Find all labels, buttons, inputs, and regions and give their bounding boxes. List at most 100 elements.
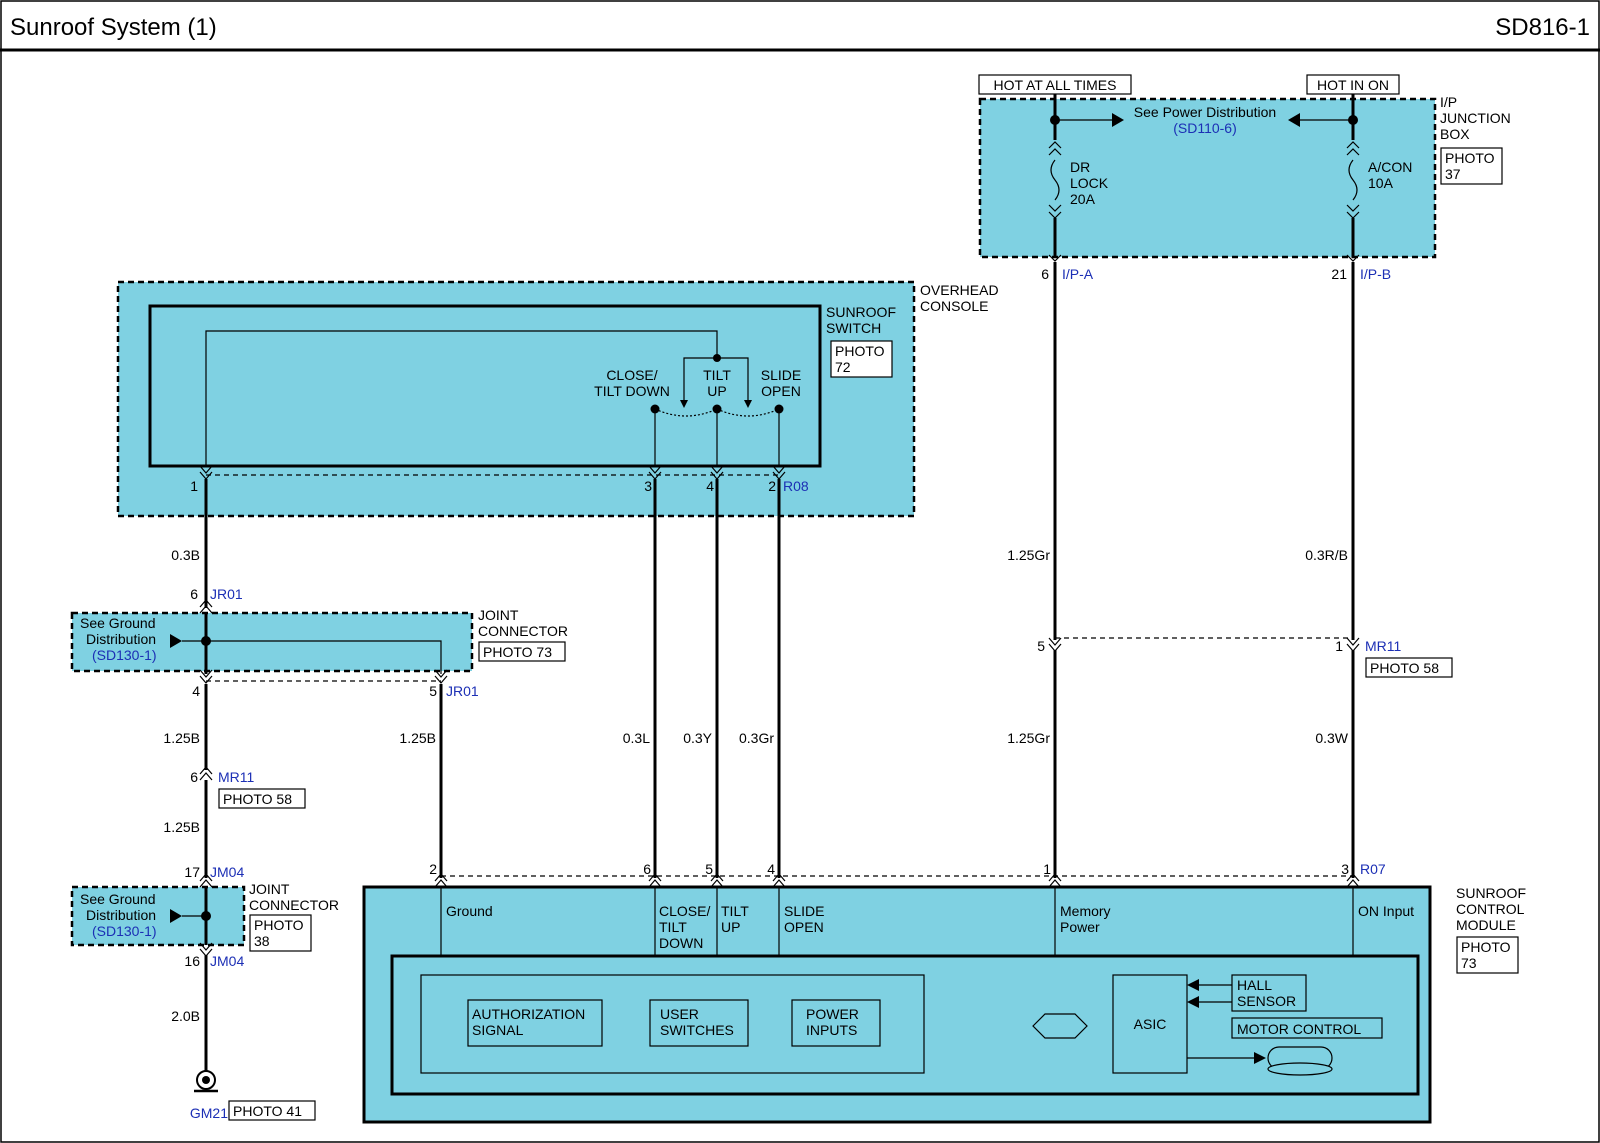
r07-pin4-icon — [772, 873, 786, 888]
fuse-dr-lock-label-3: 20A — [1070, 191, 1096, 207]
switch-arrow-right-icon — [744, 400, 752, 408]
module-close-label-1: CLOSE/ — [659, 903, 710, 919]
jr01-see-ground-1: See Ground — [80, 615, 156, 631]
connector-r07: R07 — [1360, 861, 1386, 877]
power-inputs-label-1: POWER — [806, 1006, 859, 1022]
ip-junction-box: HOT AT ALL TIMES HOT IN ON See Power Dis… — [978, 74, 1511, 282]
ground-gm21: GM21 PHOTO 41 — [190, 1070, 316, 1121]
user-switches-label-1: USER — [660, 1006, 699, 1022]
module-label-3: MODULE — [1456, 917, 1516, 933]
mr11-right-connector: MR11 — [1365, 638, 1402, 654]
power-inputs-box — [791, 999, 881, 1047]
hot-in-on-label: HOT IN ON — [1317, 77, 1389, 93]
module-photo-1: PHOTO — [1461, 939, 1511, 955]
module-close-label-3: DOWN — [659, 935, 703, 951]
wire-label-03y: 0.3Y — [683, 730, 712, 746]
r07-pin-3: 3 — [1341, 861, 1349, 877]
module-ground-label: Ground — [446, 903, 493, 919]
wire-label-03l: 0.3L — [623, 730, 650, 746]
fuse-acon-label-2: 10A — [1368, 175, 1394, 191]
module-memory-label-1: Memory — [1060, 903, 1111, 919]
authorization-signal-box — [467, 999, 603, 1047]
wire-label-125gr-top: 1.25Gr — [1007, 547, 1050, 563]
connector-mr11-right: 5 1 MR11 PHOTO 58 — [1037, 637, 1453, 678]
wire-label-03w: 0.3W — [1315, 730, 1348, 746]
jr01-panel — [70, 611, 474, 673]
r07-pin-4: 4 — [767, 861, 775, 877]
jr01-photo: PHOTO 73 — [483, 644, 552, 660]
junction-photo-box — [1440, 147, 1503, 185]
user-switches-box — [649, 999, 749, 1047]
jm04-see-ground-2: Distribution — [86, 907, 156, 923]
r07-pin-2: 2 — [429, 861, 437, 877]
jm04-label-2: CONNECTOR — [249, 897, 339, 913]
jm04-see-ground-1: See Ground — [80, 891, 156, 907]
jr01-connector-top: JR01 — [210, 586, 243, 602]
mr11-right-photo: PHOTO 58 — [1370, 660, 1439, 676]
jr01-pin4-icon — [199, 669, 213, 684]
switch-arrow-left-icon — [680, 400, 688, 408]
fuse-dr-lock-icon — [1048, 141, 1062, 258]
tilt-up-label-2: UP — [707, 383, 726, 399]
switch-photo-box — [830, 340, 893, 378]
joint-connector-jr01: 6 JR01 See Ground Distribution (SD130-1)… — [70, 586, 568, 699]
jr01-ground-ref: (SD130-1) — [92, 647, 157, 663]
motor-control-label: MOTOR CONTROL — [1237, 1021, 1361, 1037]
fuse-dr-lock-label-1: DR — [1070, 159, 1090, 175]
junction-photo-2: 37 — [1445, 166, 1461, 182]
r07-pin5-icon — [710, 873, 724, 888]
mr11-right-photo-box — [1365, 657, 1453, 678]
wire-label-03b: 0.3B — [171, 547, 200, 563]
motor-arrow-icon — [1254, 1052, 1266, 1064]
jm04-ground-ref: (SD130-1) — [92, 923, 157, 939]
motor-icon — [1267, 1046, 1333, 1076]
r07-pin-1: 1 — [1043, 861, 1051, 877]
jm04-connector-top: JM04 — [210, 864, 244, 880]
connector-ipb: I/P-B — [1360, 266, 1391, 282]
r07-pin3-icon — [1346, 873, 1360, 888]
fuse-dr-lock-label-2: LOCK — [1070, 175, 1109, 191]
module-label-1: SUNROOF — [1456, 885, 1526, 901]
mr11-right-pin1-icon — [1346, 637, 1360, 652]
switch-linkage-icon — [654, 408, 780, 417]
hall-arrow-2-icon — [1187, 996, 1199, 1008]
jr01-pin5-icon — [434, 669, 448, 684]
slide-open-label-1: SLIDE — [761, 367, 801, 383]
r07-pin2-icon — [434, 873, 448, 888]
wire-label-125b-left: 1.25B — [163, 730, 200, 746]
jm04-pin-bot: 16 — [184, 953, 200, 969]
r08-pin-2: 2 — [768, 478, 776, 494]
switch-common-line — [205, 330, 718, 466]
jr01-pin-top: 6 — [190, 586, 198, 602]
mr11-left-pin: 6 — [190, 769, 198, 785]
jm04-pin-top: 17 — [184, 864, 200, 880]
asic-label: ASIC — [1134, 1016, 1167, 1032]
overhead-console-label-2: CONSOLE — [920, 298, 988, 314]
jm04-photo-2: 38 — [254, 933, 270, 949]
r07-pin6-icon — [648, 873, 662, 888]
asic-box — [1112, 974, 1188, 1074]
jr01-bus-branch — [206, 640, 442, 674]
jm04-panel — [70, 885, 246, 947]
sunroof-switch-label-2: SWITCH — [826, 320, 881, 336]
hall-arrow-1-icon — [1187, 979, 1199, 991]
mr11-right-pin-right: 1 — [1335, 638, 1343, 654]
wire-label-125gr-bot: 1.25Gr — [1007, 730, 1050, 746]
module-on-input-label: ON Input — [1358, 903, 1414, 919]
wire-label-03gr: 0.3Gr — [739, 730, 774, 746]
pin-ipb: 21 — [1331, 266, 1347, 282]
jr01-pin6-icon — [199, 599, 213, 614]
jr01-arrow-icon — [170, 634, 182, 648]
mr11-right-pin-left: 5 — [1037, 638, 1045, 654]
switch-photo-2: 72 — [835, 359, 851, 375]
hall-sensor-box — [1231, 974, 1307, 1012]
harness-wires: 0.3B 1.25Gr 0.3R/B 1.25B 1.25B 0.3L 0.3Y… — [163, 262, 1355, 1072]
jm04-pin16-icon — [199, 942, 213, 957]
r07-pin-5: 5 — [705, 861, 713, 877]
authorization-label-2: SIGNAL — [472, 1022, 524, 1038]
sunroof-control-module: 2 6 5 4 1 3 R07 Ground CLOSE/ TILT DOWN … — [362, 861, 1526, 1124]
page-code: SD816-1 — [1495, 14, 1590, 41]
close-tilt-down-label-2: TILT DOWN — [594, 383, 670, 399]
